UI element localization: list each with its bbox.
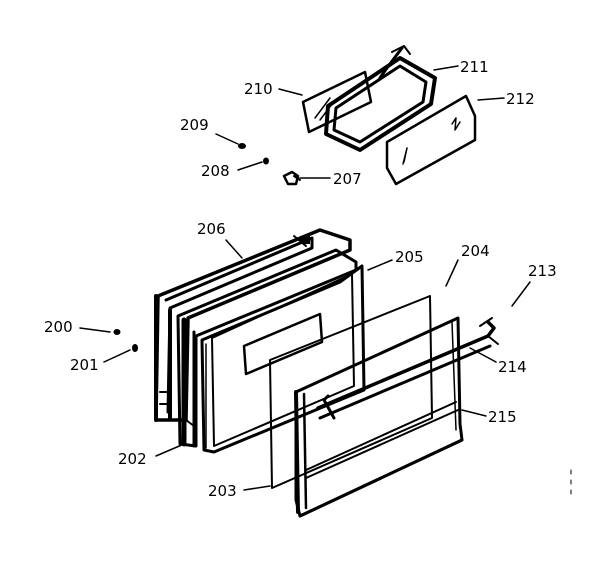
callout-211: 211 bbox=[460, 58, 489, 76]
callout-215: 215 bbox=[488, 408, 517, 426]
part-205-inner-panel bbox=[200, 264, 366, 454]
leader-214 bbox=[469, 347, 497, 363]
leader-201 bbox=[103, 349, 131, 363]
part-214-door-handle bbox=[316, 317, 499, 420]
callout-201: 201 bbox=[70, 356, 99, 374]
leader-200 bbox=[79, 327, 111, 333]
callout-206: 206 bbox=[197, 220, 226, 238]
callout-204: 204 bbox=[461, 242, 490, 260]
callout-200: 200 bbox=[44, 318, 73, 336]
part-215-outer-door-panel bbox=[294, 316, 464, 518]
part-207-clip bbox=[282, 170, 301, 186]
part-201-screw bbox=[132, 344, 138, 352]
leader-209 bbox=[215, 133, 239, 145]
leader-212 bbox=[477, 97, 505, 101]
callout-210: 210 bbox=[244, 80, 273, 98]
part-208-fastener bbox=[263, 157, 269, 165]
part-212-window-glass bbox=[385, 94, 477, 186]
callout-208: 208 bbox=[201, 162, 230, 180]
callout-205: 205 bbox=[395, 248, 424, 266]
callout-203: 203 bbox=[208, 482, 237, 500]
part-203-door-glass bbox=[269, 295, 433, 489]
leader-204 bbox=[445, 259, 459, 287]
callout-213: 213 bbox=[528, 262, 557, 280]
leader-213 bbox=[511, 281, 531, 307]
leader-210 bbox=[278, 88, 303, 96]
leader-lines bbox=[79, 65, 531, 491]
part-200-screw bbox=[113, 329, 121, 335]
leader-215 bbox=[461, 409, 487, 417]
leader-203 bbox=[243, 485, 271, 491]
callout-labels: 210 211 212 209 208 207 206 205 204 213 … bbox=[44, 58, 557, 500]
leader-206 bbox=[225, 239, 243, 259]
callout-207: 207 bbox=[333, 170, 362, 188]
callout-209: 209 bbox=[180, 116, 209, 134]
leader-208 bbox=[237, 161, 263, 171]
part-206-inner-door-panel bbox=[154, 228, 352, 422]
leader-202 bbox=[155, 443, 185, 457]
callout-214: 214 bbox=[498, 358, 527, 376]
callout-202: 202 bbox=[118, 450, 147, 468]
callout-212: 212 bbox=[506, 90, 535, 108]
part-209-fastener bbox=[238, 143, 246, 149]
leader-205 bbox=[367, 259, 393, 271]
part-211-window-frame bbox=[324, 45, 437, 152]
leader-211 bbox=[433, 65, 459, 71]
